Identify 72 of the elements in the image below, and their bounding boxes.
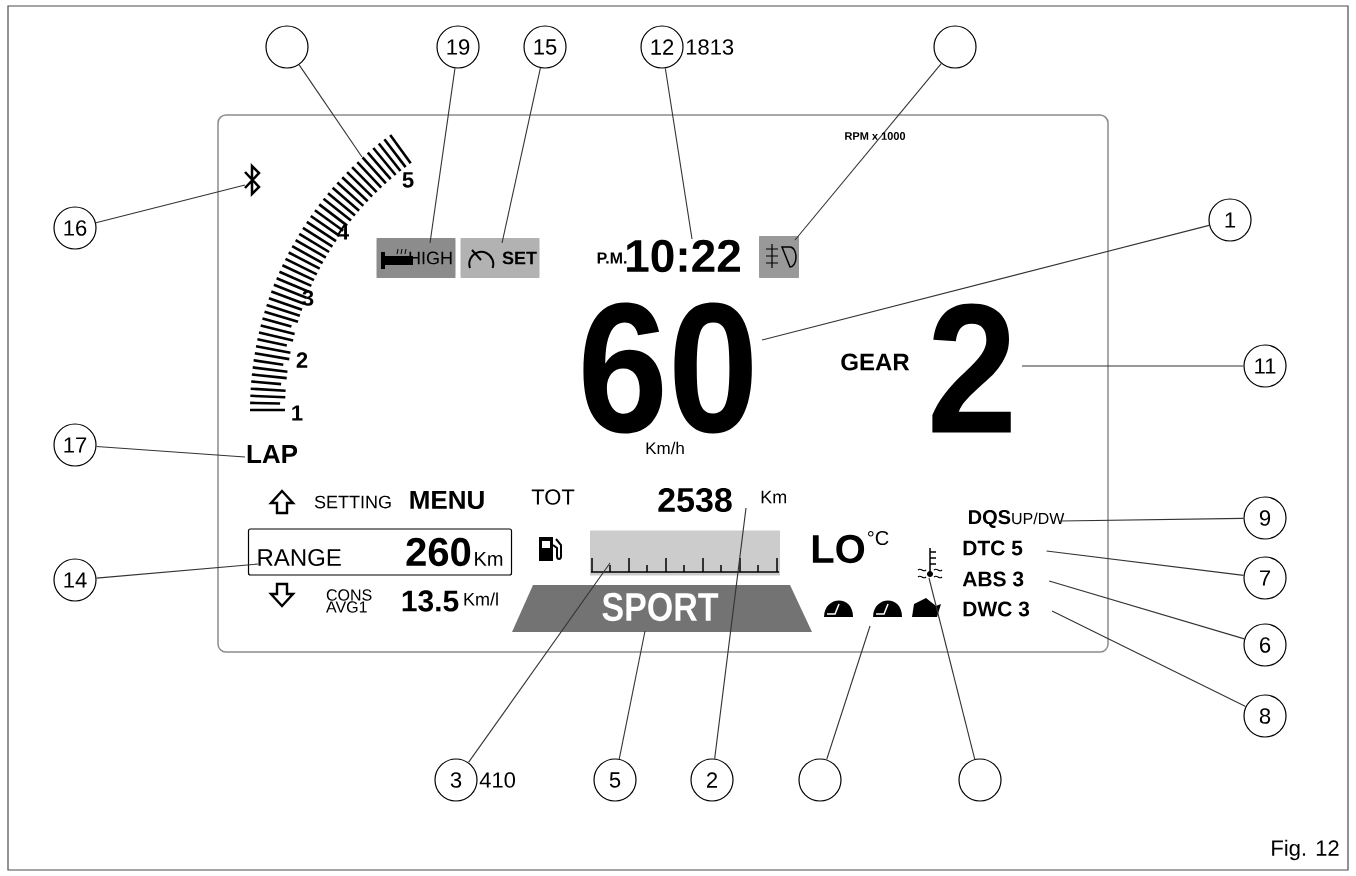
riding-mode-banner: SPORT <box>512 585 812 632</box>
unit-label: °C <box>868 530 889 546</box>
callout-number: 2 <box>690 758 734 802</box>
scale-number: 1 <box>292 405 303 421</box>
leader-line <box>714 507 747 760</box>
leader-line <box>794 63 942 241</box>
fuel-level-bar <box>590 530 780 576</box>
fog-light-indicator <box>759 236 799 278</box>
figure-label: Fig. 12 <box>1272 839 1339 861</box>
callout-number: 3 <box>434 758 478 802</box>
callout-number: 1 <box>1208 198 1252 242</box>
gear-label: GEAR <box>841 353 910 371</box>
leader-line <box>96 445 246 458</box>
unit-label: Km/h <box>646 441 684 455</box>
leader-line <box>1051 610 1247 707</box>
callout-number: 7 <box>1243 556 1287 600</box>
leader-line <box>298 64 363 158</box>
callout-number: 9 <box>1243 496 1287 540</box>
leader-line <box>664 67 693 240</box>
leader-line <box>1059 517 1244 522</box>
callout-circle <box>958 758 1002 802</box>
temperature-value: LO <box>812 534 865 564</box>
scale-number: 2 <box>296 352 308 368</box>
wheelie-control-status: DWC 3 <box>963 601 1030 617</box>
callout-number: 19 <box>436 25 480 69</box>
callout-number: 6 <box>1243 623 1287 667</box>
callout-number: 8 <box>1243 694 1287 738</box>
clock-display: 10:22 <box>627 239 740 273</box>
unit-label: Km <box>761 490 787 504</box>
cruise-control-indicator: SET <box>460 238 540 278</box>
quick-shift-status: DQSUP/DW <box>969 510 1065 528</box>
part-number: 1813 <box>686 39 734 55</box>
callout-number: 11 <box>1243 344 1287 388</box>
menu-label: SETTING <box>314 495 391 509</box>
odometer-label: TOT <box>531 489 575 505</box>
leader-line <box>1021 365 1244 367</box>
leader-line <box>618 630 646 760</box>
scale-label: RPM x 1000 <box>845 132 906 140</box>
lap-label: LAP <box>247 445 298 463</box>
helmet-icon <box>873 600 902 617</box>
odometer-display: 2538 <box>658 487 732 513</box>
leader-line <box>826 625 871 760</box>
speed-display: 60 <box>583 302 752 434</box>
callout-circle <box>798 758 842 802</box>
temperature-icon <box>917 547 943 579</box>
leader-line <box>761 224 1210 341</box>
leader-line <box>429 67 456 244</box>
scale-number: 5 <box>402 172 414 188</box>
part-number: 410 <box>479 772 516 788</box>
callout-number: 15 <box>523 25 567 69</box>
leader-line <box>95 563 259 579</box>
callout-number: 16 <box>53 206 97 250</box>
callout-number: 17 <box>53 423 97 467</box>
gear-display: 2 <box>932 303 1011 433</box>
callout-number: 5 <box>593 758 637 802</box>
abs-status: ABS 3 <box>962 571 1024 587</box>
leader-line <box>501 67 541 244</box>
range-display: RANGE 260Km <box>247 528 513 576</box>
callout-number: 12 <box>640 25 684 69</box>
callout-circle <box>265 25 309 69</box>
unit-label: Km/l <box>464 592 498 606</box>
traction-control-status: DTC 5 <box>963 540 1023 556</box>
leader-line <box>928 577 976 760</box>
leader-line <box>1048 580 1245 640</box>
consumption-value: 13.5 <box>402 590 459 612</box>
leader-line <box>467 562 611 763</box>
leader-line <box>1046 550 1245 576</box>
callout-circle <box>933 25 977 69</box>
callout-number: 14 <box>53 558 97 602</box>
leader-line <box>95 184 246 224</box>
time-period-label: P.M. <box>597 252 627 264</box>
bluetooth-icon <box>244 163 261 198</box>
